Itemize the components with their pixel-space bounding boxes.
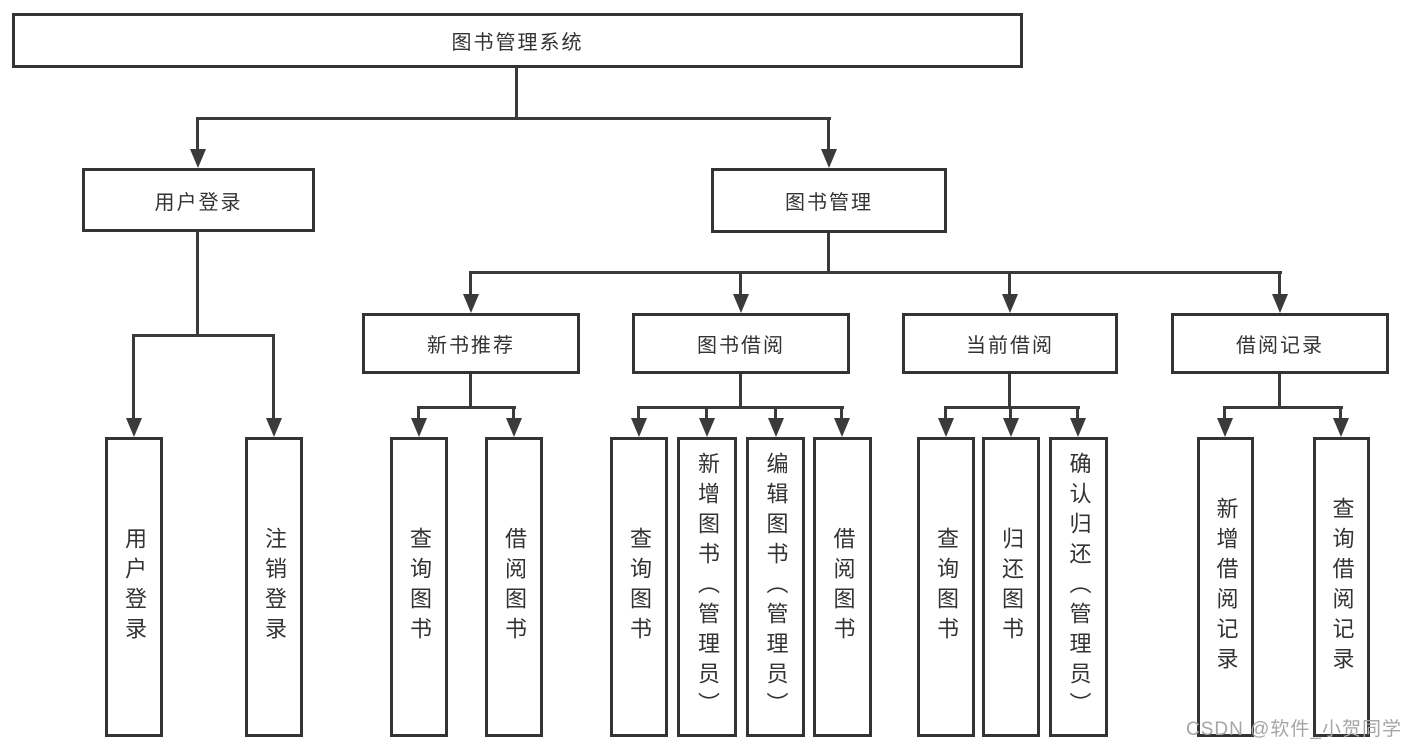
leaf-query-borrow-record: 查询借阅记录 xyxy=(1313,437,1370,737)
arrow-down-icon xyxy=(834,418,850,437)
connector-line xyxy=(705,406,708,422)
connector-line xyxy=(133,334,275,337)
arrow-down-icon xyxy=(1003,418,1019,437)
connector-line xyxy=(1278,271,1281,299)
connector-line xyxy=(1008,271,1011,299)
connector-line xyxy=(1223,406,1226,422)
leaf-logout: 注销登录 xyxy=(245,437,303,737)
node-library-management-system: 图书管理系统 xyxy=(12,13,1023,68)
arrow-down-icon xyxy=(1002,294,1018,313)
connector-line xyxy=(515,68,518,119)
connector-line xyxy=(1009,406,1012,422)
node-label: 图书借阅 xyxy=(697,335,785,357)
leaf-query-books-current: 查询图书 xyxy=(917,437,975,737)
connector-line xyxy=(1076,406,1079,422)
leaf-confirm-return-admin: 确认归还（管理员） xyxy=(1049,437,1108,737)
connector-line xyxy=(637,406,640,422)
leaf-edit-book-admin: 编辑图书（管理员） xyxy=(746,437,805,737)
connector-line xyxy=(469,271,472,299)
leaf-borrow-books-recommend: 借阅图书 xyxy=(485,437,543,737)
arrow-down-icon xyxy=(1272,294,1288,313)
node-label: 用户登录 xyxy=(154,191,243,214)
arrow-down-icon xyxy=(506,418,522,437)
connector-line xyxy=(840,406,843,422)
arrow-down-icon xyxy=(190,149,206,168)
arrow-down-icon xyxy=(699,418,715,437)
connector-line xyxy=(1278,374,1281,409)
connector-line xyxy=(944,406,1080,409)
node-label: 当前借阅 xyxy=(966,335,1054,357)
leaf-label: 新增借阅记录 xyxy=(1213,497,1239,677)
connector-line xyxy=(739,271,742,299)
leaf-label: 编辑图书（管理员） xyxy=(763,452,789,722)
leaf-label: 查询图书 xyxy=(934,527,959,647)
node-book-management: 图书管理 xyxy=(711,168,947,233)
connector-line xyxy=(1223,406,1343,409)
leaf-return-book: 归还图书 xyxy=(982,437,1040,737)
leaf-query-books-borrowing: 查询图书 xyxy=(610,437,668,737)
node-user-login: 用户登录 xyxy=(82,168,315,232)
connector-line xyxy=(1008,374,1011,409)
leaf-label: 查询借阅记录 xyxy=(1329,497,1355,677)
connector-line xyxy=(827,117,830,153)
connector-line xyxy=(827,233,830,274)
arrow-down-icon xyxy=(768,418,784,437)
connector-line xyxy=(132,334,135,422)
arrow-down-icon xyxy=(1070,418,1086,437)
arrow-down-icon xyxy=(126,418,142,437)
leaf-label: 归还图书 xyxy=(999,527,1024,647)
connector-line xyxy=(469,271,1282,274)
connector-line xyxy=(417,406,516,409)
node-label: 图书管理 xyxy=(785,192,873,214)
connector-line xyxy=(637,406,844,409)
connector-line xyxy=(272,334,275,422)
connector-line xyxy=(739,374,742,409)
watermark: CSDN @软件_小贺同学 xyxy=(1186,719,1402,740)
arrow-down-icon xyxy=(733,294,749,313)
connector-line xyxy=(944,406,947,422)
connector-line xyxy=(469,374,472,409)
leaf-add-borrow-record: 新增借阅记录 xyxy=(1197,437,1254,737)
connector-line xyxy=(774,406,777,422)
connector-line xyxy=(1339,406,1342,422)
arrow-down-icon xyxy=(631,418,647,437)
leaf-label: 确认归还（管理员） xyxy=(1066,452,1092,722)
leaf-label: 注销登录 xyxy=(262,527,287,647)
arrow-down-icon xyxy=(938,418,954,437)
node-label: 图书管理系统 xyxy=(451,32,584,54)
leaf-label: 借阅图书 xyxy=(502,527,527,647)
arrow-down-icon xyxy=(411,418,427,437)
node-current-borrowing: 当前借阅 xyxy=(902,313,1118,374)
node-book-borrowing: 图书借阅 xyxy=(632,313,850,374)
leaf-label: 用户登录 xyxy=(122,527,147,647)
connector-line xyxy=(197,117,831,120)
arrow-down-icon xyxy=(1333,418,1349,437)
leaf-user-login: 用户登录 xyxy=(105,437,163,737)
connector-line xyxy=(196,117,199,153)
connector-line xyxy=(417,406,420,422)
connector-line xyxy=(512,406,515,422)
node-new-book-recommendation: 新书推荐 xyxy=(362,313,580,374)
leaf-label: 查询图书 xyxy=(407,527,432,647)
arrow-down-icon xyxy=(1217,418,1233,437)
arrow-down-icon xyxy=(821,149,837,168)
node-borrowing-records: 借阅记录 xyxy=(1171,313,1389,374)
leaf-borrow-books-borrowing: 借阅图书 xyxy=(813,437,872,737)
leaf-label: 借阅图书 xyxy=(830,527,856,647)
connector-line xyxy=(196,231,199,337)
leaf-label: 查询图书 xyxy=(627,527,652,647)
arrow-down-icon xyxy=(266,418,282,437)
arrow-down-icon xyxy=(463,294,479,313)
node-label: 新书推荐 xyxy=(427,335,515,357)
leaf-add-book-admin: 新增图书（管理员） xyxy=(677,437,737,737)
leaf-label: 新增图书（管理员） xyxy=(695,452,720,722)
leaf-query-books-recommend: 查询图书 xyxy=(390,437,448,737)
node-label: 借阅记录 xyxy=(1236,335,1324,357)
